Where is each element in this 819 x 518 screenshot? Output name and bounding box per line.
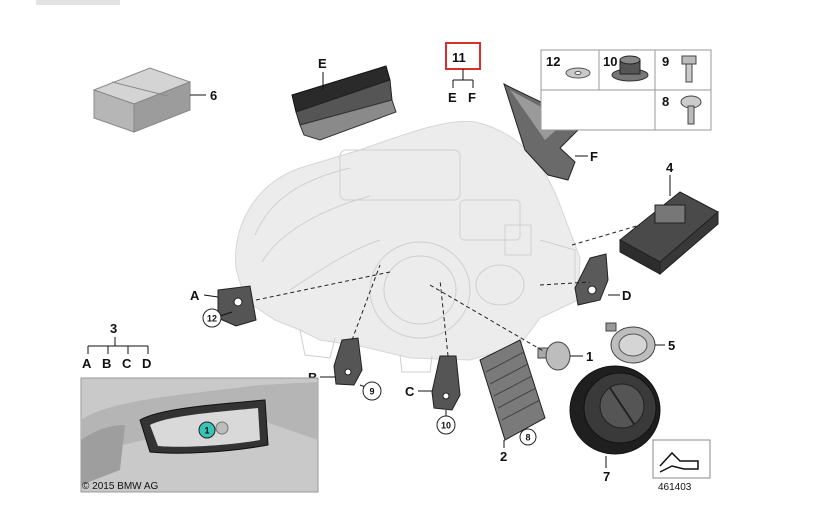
callout-11-tree (452, 69, 474, 88)
part-6-box (92, 67, 206, 133)
headlight-housing-ghost (235, 120, 581, 373)
part-7-cap (569, 365, 661, 468)
callout-3-b: B (102, 356, 111, 371)
callout-11: 11 (452, 50, 466, 65)
circle-callout-10-label: 10 (441, 421, 451, 431)
callout-a: A (190, 288, 200, 303)
inset-callout-1 (198, 421, 216, 439)
bracket-d (574, 253, 620, 306)
diagram-number-box (652, 439, 711, 479)
hw-label-8: 8 (662, 94, 669, 109)
circle-callout-12 (202, 308, 222, 328)
part-1-bulb (537, 341, 583, 371)
bolt-9-icon (681, 55, 697, 83)
callout-1: 1 (586, 349, 593, 364)
hw-label-10: 10 (603, 54, 617, 69)
circle-callout-8-label: 8 (525, 433, 530, 443)
top-edge-artifact (36, 0, 120, 5)
callout-5: 5 (668, 338, 675, 353)
part-2-heatsink (479, 339, 546, 448)
arrow-symbol-icon (659, 451, 699, 473)
leader-c (439, 279, 449, 357)
callout-2: 2 (500, 449, 507, 464)
inset-callout-1-label: 1 (204, 426, 209, 436)
callout-3-c: C (122, 356, 132, 371)
diagram-number: 461403 (658, 482, 692, 493)
inset-photo (80, 377, 319, 493)
clip-nut-icon (611, 55, 649, 82)
callout-6: 6 (210, 88, 217, 103)
callout-c: C (405, 384, 415, 399)
leader-b (351, 264, 381, 341)
part-5-motor (605, 322, 665, 364)
hardware-table (540, 49, 712, 131)
circle-callout-10 (436, 415, 456, 435)
callout-11-f: F (468, 90, 476, 105)
part-e-seal (291, 65, 397, 141)
circle-callout-8 (519, 428, 537, 446)
bracket-b (320, 337, 363, 386)
leader-1 (429, 284, 546, 353)
callout-3-d: D (142, 356, 151, 371)
callout-7: 7 (603, 469, 610, 484)
circle-callout-9 (362, 381, 382, 401)
callout-3-a: A (82, 356, 92, 371)
callout-e-top: E (318, 56, 327, 71)
callout-3-tree (87, 337, 149, 354)
hw-label-12: 12 (546, 54, 560, 69)
hw-label-9: 9 (662, 54, 669, 69)
bolt-8-icon (680, 95, 702, 125)
part-4-control-unit (619, 175, 719, 276)
callout-3: 3 (110, 321, 117, 336)
callout-f-right: F (590, 149, 598, 164)
leader-4 (571, 224, 641, 246)
circle-callout-12-label: 12 (207, 314, 217, 324)
bracket-c (418, 355, 461, 411)
leader-d (539, 281, 591, 286)
copyright-text: © 2015 BMW AG (82, 481, 159, 492)
callout-4: 4 (666, 160, 674, 175)
bracket-a (203, 285, 257, 327)
circle-callout-9-label: 9 (369, 387, 374, 397)
callout-11-e: E (448, 90, 457, 105)
leader-a (255, 271, 391, 301)
callout-d: D (622, 288, 631, 303)
